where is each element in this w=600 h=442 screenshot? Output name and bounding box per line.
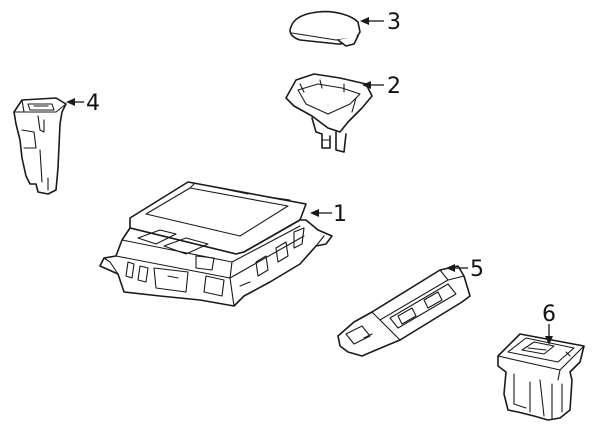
- part-4-connector: [13, 97, 67, 195]
- part-3-cover: [289, 10, 361, 47]
- callout-leaders: [66, 17, 553, 345]
- callout-3: 3: [387, 10, 401, 35]
- part-2-holder: [285, 73, 373, 153]
- callout-2: 2: [387, 74, 401, 99]
- part-5-slim-connector: [337, 265, 471, 357]
- callout-5: 5: [470, 257, 484, 282]
- part-1-module: [99, 181, 333, 307]
- part-6-usb-port: [497, 333, 585, 421]
- callout-6: 6: [542, 302, 556, 327]
- callout-4: 4: [86, 91, 100, 116]
- callout-1: 1: [333, 202, 347, 227]
